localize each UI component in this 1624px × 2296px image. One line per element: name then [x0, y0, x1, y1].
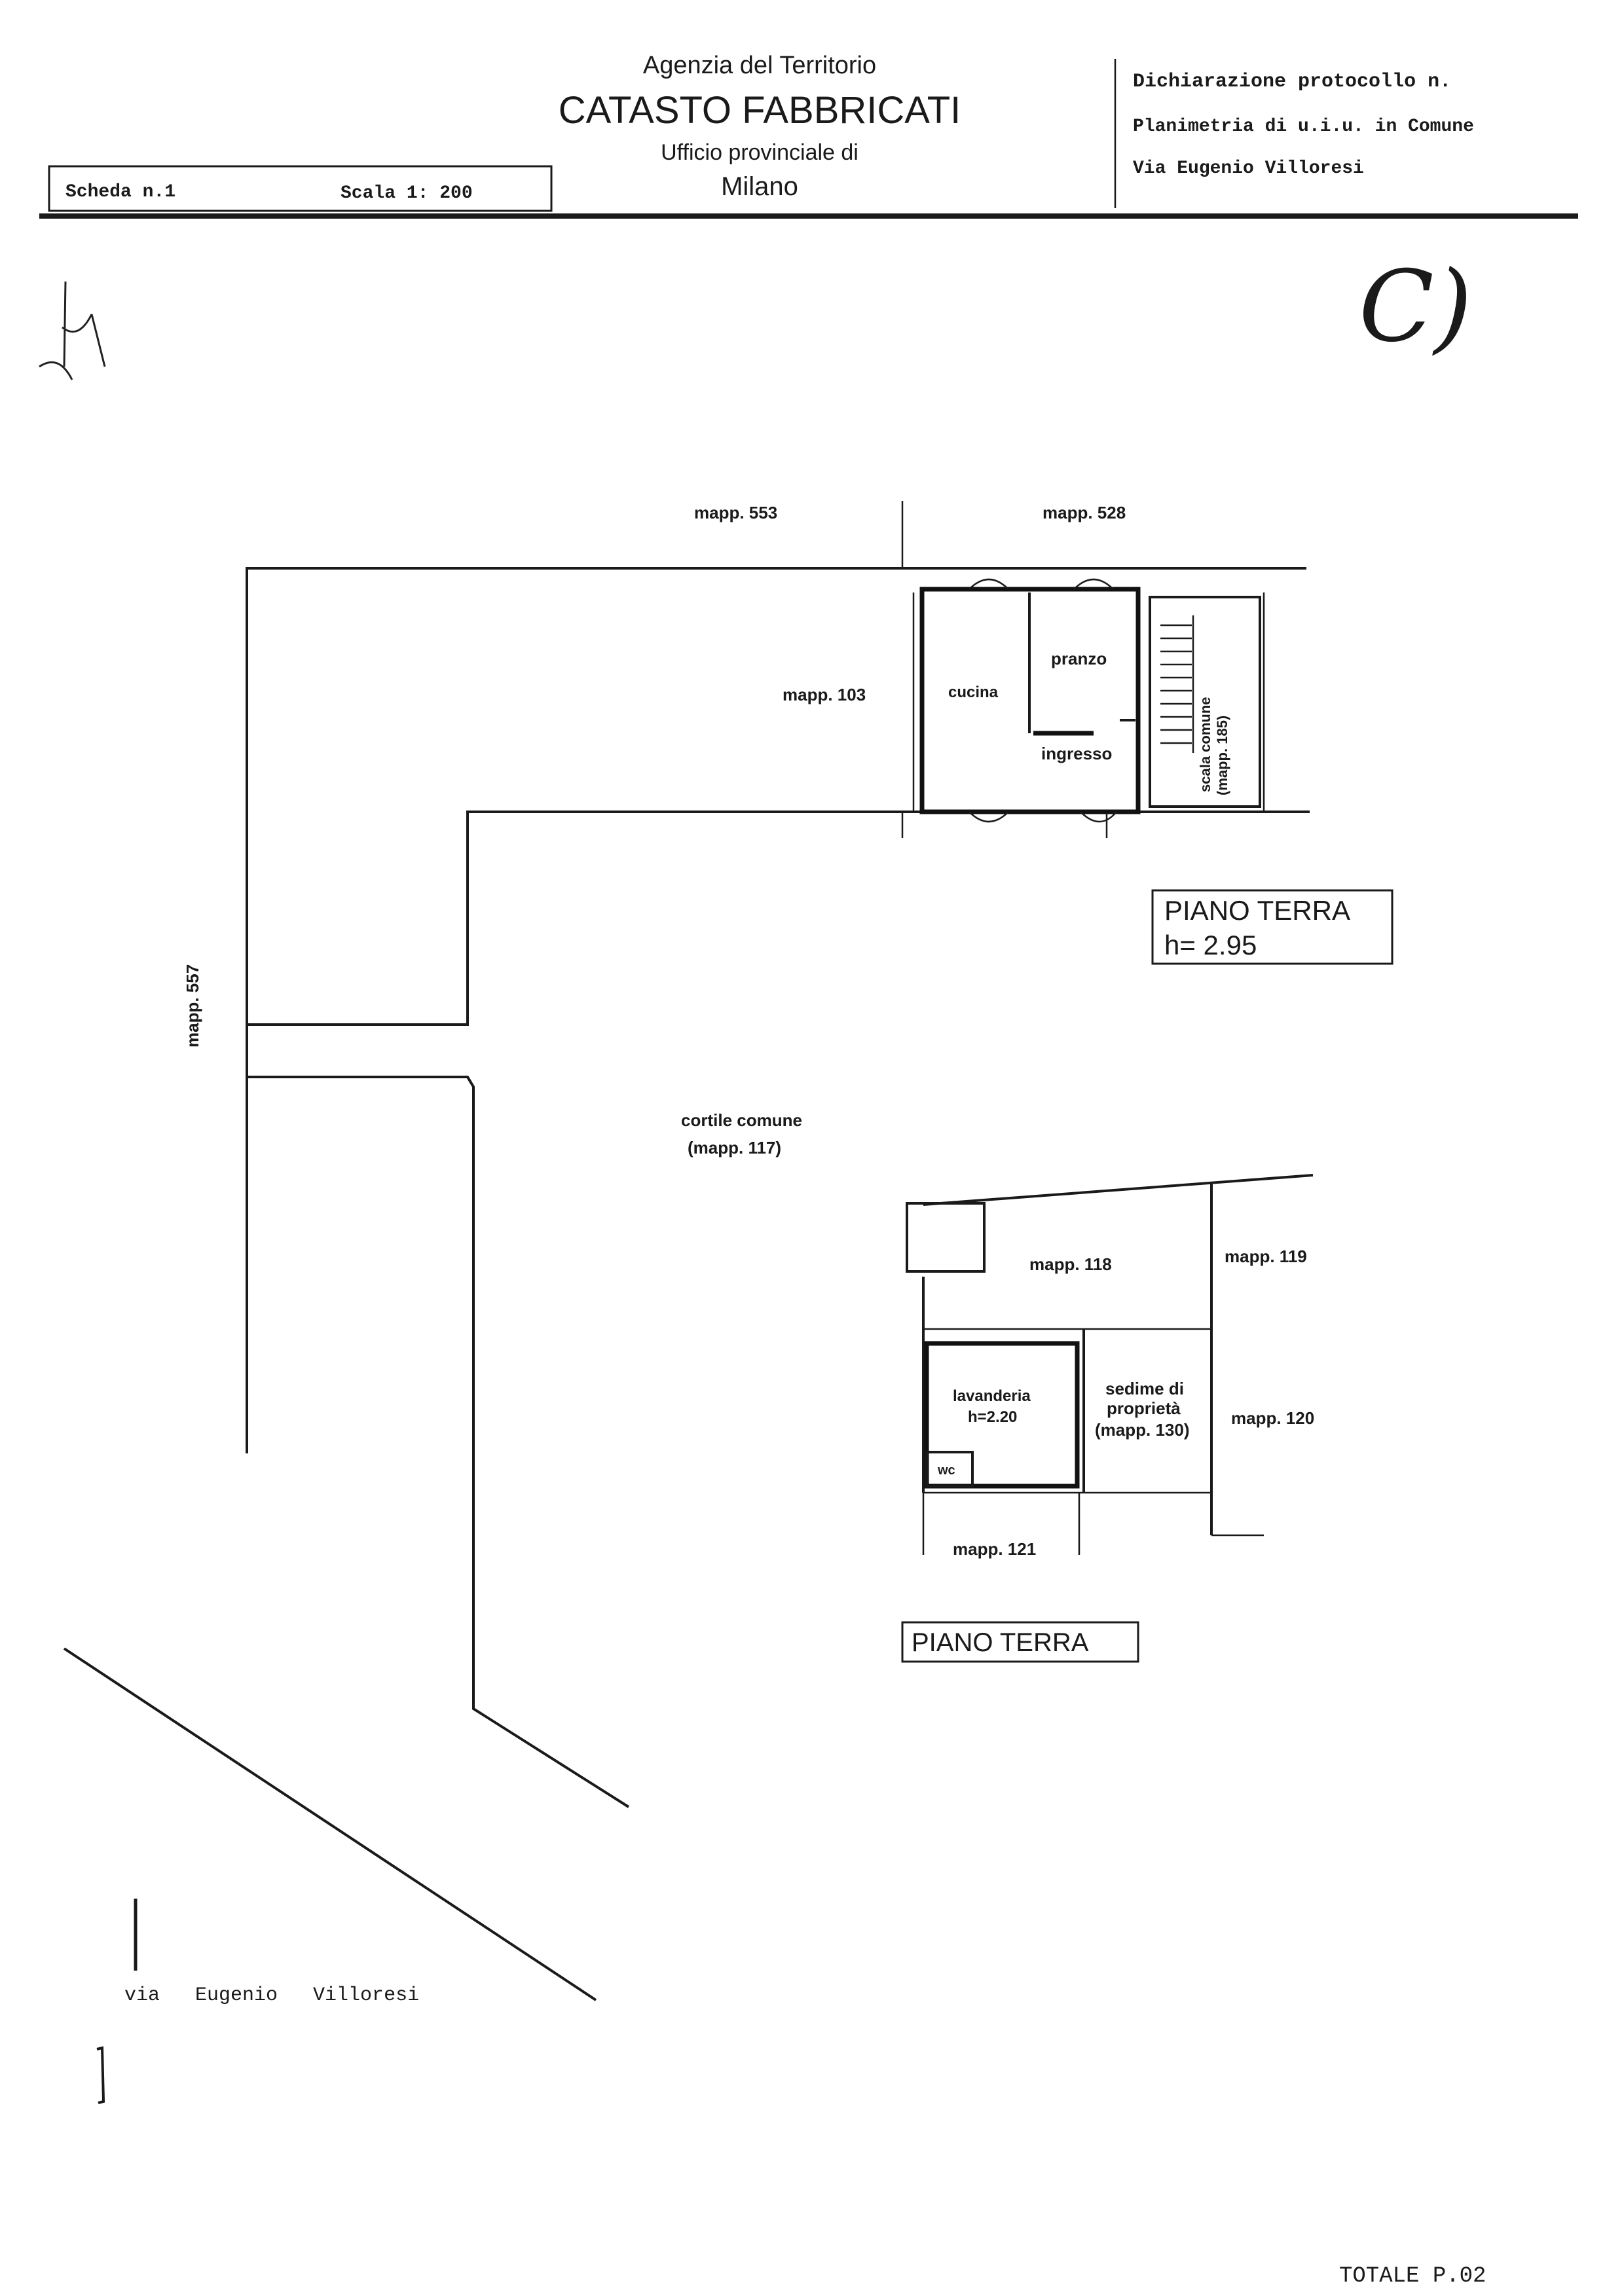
label-mapp-118: mapp. 118	[1029, 1254, 1112, 1274]
footer: TOTALE P.02	[1339, 2264, 1486, 2289]
label-proprieta: proprietà	[1107, 1398, 1181, 1418]
street: via Eugenio Villoresi	[63, 1647, 597, 2104]
floor-box-main: PIANO TERRA h= 2.95	[1151, 889, 1393, 965]
label-lavanderia: lavanderia	[953, 1387, 1031, 1405]
street-bracket	[96, 2046, 105, 2104]
label-lavanderia-height: h=2.20	[968, 1408, 1017, 1426]
label-mapp-528: mapp. 528	[1043, 503, 1126, 522]
page-mark: C)	[1359, 250, 1472, 364]
label-mapp-103: mapp. 103	[783, 685, 866, 704]
label-mapp-553: mapp. 553	[694, 503, 777, 522]
office-label: Ufficio provinciale di	[661, 140, 858, 165]
label-wc: wc	[937, 1463, 955, 1478]
header-title: CATASTO FABBRICATI	[559, 89, 961, 132]
label-cortile-mapp: (mapp. 117)	[688, 1138, 781, 1157]
laundry-labels: mapp. 118 mapp. 119 lavanderia h=2.20 wc…	[937, 1247, 1314, 1559]
label-scala-comune: scala comune	[1197, 697, 1213, 792]
sheet-scale-box	[48, 165, 553, 212]
handwritten-mark: C)	[39, 250, 1472, 380]
site-outline	[246, 501, 1310, 1808]
main-plan-labels: mapp. 553 mapp. 528 mapp. 103 cucina pra…	[183, 503, 1230, 1157]
sheet-number: Scheda n.1	[65, 182, 175, 202]
label-cucina: cucina	[948, 683, 999, 701]
stair-treads	[1160, 615, 1194, 753]
label-mapp-121: mapp. 121	[953, 1539, 1036, 1559]
signature-scribble	[39, 281, 106, 380]
house-unit	[912, 578, 1265, 823]
header: Agenzia del Territorio CATASTO FABBRICAT…	[39, 52, 1578, 219]
header-address: Via Eugenio Villoresi	[1133, 158, 1364, 179]
label-scala-mapp: (mapp. 185)	[1214, 716, 1230, 795]
label-mapp-120: mapp. 120	[1231, 1408, 1314, 1428]
city-name: Milano	[721, 172, 798, 201]
label-mapp-557: mapp. 557	[183, 964, 202, 1048]
floor-box-main-height: h= 2.95	[1164, 930, 1257, 960]
floor-box-main-title: PIANO TERRA	[1164, 895, 1350, 926]
floor-box-annex-title: PIANO TERRA	[912, 1628, 1089, 1657]
page-total: TOTALE P.02	[1339, 2264, 1486, 2289]
label-cortile-comune: cortile comune	[681, 1110, 802, 1130]
laundry-annex	[906, 1174, 1314, 1555]
label-sedime-mapp: (mapp. 130)	[1095, 1420, 1190, 1440]
agency-name: Agenzia del Territorio	[643, 52, 876, 79]
label-pranzo: pranzo	[1051, 649, 1107, 668]
label-sedime: sedime di	[1105, 1379, 1184, 1398]
plan-description: Planimetria di u.i.u. in Comune	[1133, 117, 1474, 137]
scale-label: Scala 1: 200	[341, 183, 473, 204]
street-name: via Eugenio Villoresi	[124, 1984, 419, 2007]
protocol-label: Dichiarazione protocollo n.	[1133, 71, 1451, 93]
floor-box-annex: PIANO TERRA	[901, 1621, 1139, 1663]
label-ingresso: ingresso	[1041, 744, 1112, 763]
label-mapp-119: mapp. 119	[1225, 1247, 1307, 1266]
